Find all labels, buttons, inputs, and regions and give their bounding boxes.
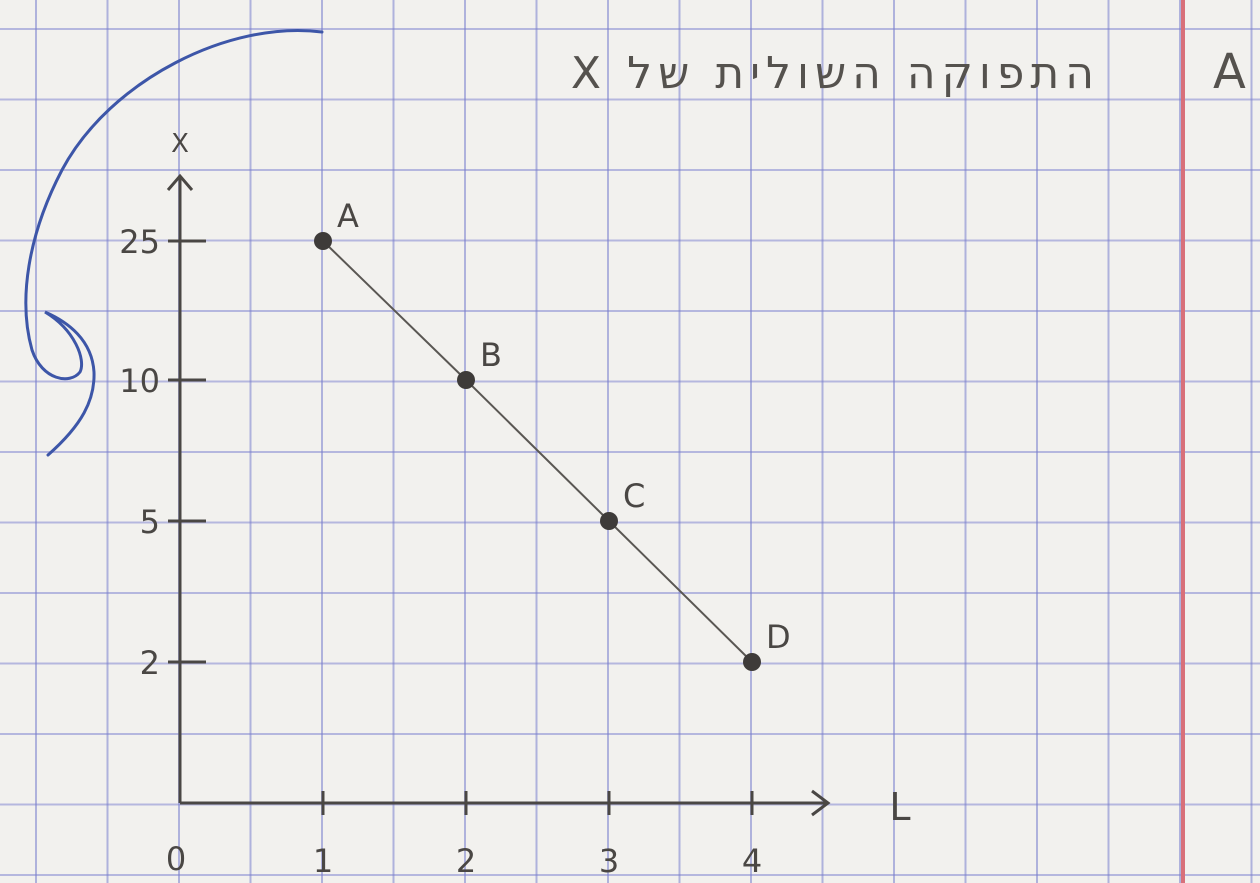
x-tick-label: 4 [742, 842, 762, 880]
x-tick-label: 1 [313, 842, 333, 880]
x-tick-label: 2 [456, 842, 476, 880]
origin-label: 0 [166, 840, 186, 878]
data-point [457, 371, 475, 389]
section-label: A [1213, 44, 1246, 100]
series-line [322, 240, 753, 663]
chart-title: התפוקה השולית של X [570, 48, 1100, 99]
x-axis-label: L [889, 785, 910, 829]
margin-line [1181, 0, 1185, 883]
y-tick-label: 2 [140, 644, 160, 682]
point-label: C [623, 477, 645, 515]
data-point [600, 512, 618, 530]
data-point [314, 232, 332, 250]
y-tick-label: 10 [119, 362, 160, 400]
data-point [743, 653, 761, 671]
y-axis-label: X [171, 129, 189, 159]
x-axis-arrowhead [811, 789, 831, 817]
series-group: A B C D [314, 197, 791, 671]
point-label: B [480, 336, 502, 374]
x-tick-label: 3 [599, 842, 619, 880]
y-axis-arrowhead [166, 173, 194, 191]
point-label: A [337, 197, 359, 235]
y-tick-label: 25 [119, 223, 160, 261]
y-tick-label: 5 [140, 503, 160, 541]
point-label: D [766, 618, 791, 656]
pen-annotation [24, 29, 324, 457]
